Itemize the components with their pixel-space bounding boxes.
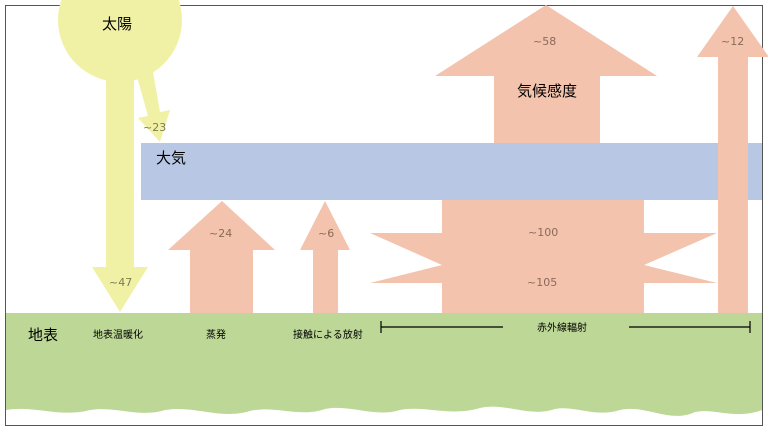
sun-to-atmosphere-arrow (134, 66, 170, 142)
sun-disc (58, 0, 182, 82)
contact-label: 接触による放射 (293, 330, 363, 341)
infrared-bracket (380, 321, 751, 333)
climate-sensitivity-label: 気候感度 (517, 82, 578, 100)
sun-to-atmosphere-value: ~23 (143, 121, 167, 134)
window-ir-arrow (697, 6, 768, 313)
window-ir-value: ~12 (721, 35, 745, 48)
evaporation-label: 蒸発 (206, 330, 226, 341)
atm-to-space-value: ~58 (533, 35, 557, 48)
surface-ground (6, 313, 762, 416)
infrared-label: 赤外線輻射 (537, 323, 587, 334)
atm-to-surface-ir-value: ~105 (527, 276, 558, 289)
sun-to-surface-arrow (92, 72, 148, 312)
contact-radiation-arrow (300, 201, 350, 313)
atmosphere-band (141, 143, 762, 200)
evaporation-arrow (168, 201, 275, 313)
atmosphere-label: 大気 (156, 149, 187, 167)
frame (5, 5, 763, 426)
surface-label: 地表 (28, 326, 59, 344)
sun-to-surface-value: ~47 (109, 276, 133, 289)
surface-to-atm-ir-value: ~100 (528, 226, 559, 239)
contact-radiation-value: ~6 (318, 227, 335, 240)
evaporation-value: ~24 (209, 227, 233, 240)
atm-to-space-arrow (435, 5, 657, 143)
ir-exchange-shape (370, 200, 717, 313)
sun-label: 太陽 (102, 15, 133, 33)
greenhouse-label: 地表温暖化 (93, 330, 143, 341)
